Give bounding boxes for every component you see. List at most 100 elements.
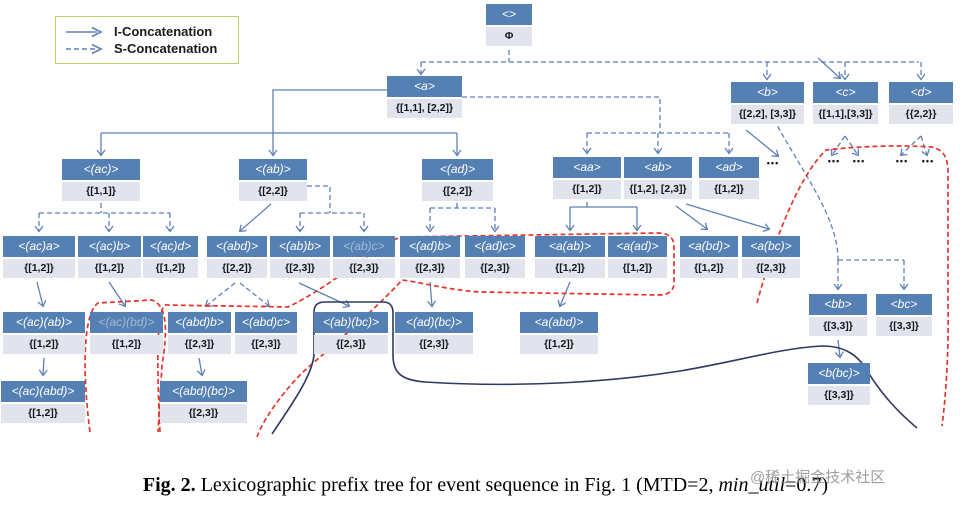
node-label-ad-c: <(ad)c> [465,236,525,257]
node-label-a: <a> [387,76,462,97]
node-label-abd-bc: <(abd)(bc)> [160,381,247,402]
node-label-ac-a: <(ac)a> [3,236,75,257]
node-intervals-a-bc: {[2,3]} [742,259,800,278]
tree-node-abd-c: <(abd)c>{[2,3]} [235,312,297,354]
tree-node-ac-bd: <(ac)(bd)> {[1,2]} [90,312,163,354]
node-intervals-ab: {[1,2], [2,3]} [624,180,692,199]
edge-blue-25 [901,135,922,155]
tree-node-bc: <bc> {[3,3]} [876,294,932,336]
tree-node-ab-b: <(ab)b>{[2,3]} [270,236,330,278]
tree-node-root: <>Φ [486,4,532,46]
node-label-a-abd: <a(abd)> [520,312,598,333]
node-intervals-p-ac: {[1,1]} [62,182,140,201]
node-intervals-abd-bc: {[2,3]} [160,404,247,423]
node-label-bb: <bb> [809,294,867,315]
node-label-ad-bc: <(ad)(bc)> [395,312,473,333]
node-label-ac-d: <(ac)d> [143,236,198,257]
node-label-a-bd: <a(bd)> [680,236,738,257]
node-intervals-ad-c: {[2,3]} [465,259,525,278]
node-label-ac-ab: <(ac)(ab)> [3,312,85,333]
edge-blue-7 [769,111,839,261]
edge-blue-29 [206,282,236,306]
node-intervals-ac-abd: {[1,2]} [1,404,85,423]
edge-blue-6 [430,203,495,209]
node-intervals-ad-b: {[2,3]} [400,259,460,278]
watermark-text: @稀土掘金技术社区 [750,469,886,486]
edge-blue-5 [300,185,364,214]
edge-blue-50 [199,357,202,375]
node-label-ac-bd: <(ac)(bd)> [90,312,163,333]
figure-caption-math: min_util [718,474,786,496]
tree-node-p-ad: <(ad)>{[2,2]} [422,159,493,201]
node-intervals-abd: {[2,2]} [207,259,267,278]
edge-blue-30 [239,282,269,306]
node-intervals-a-bd: {[1,2]} [680,259,738,278]
tree-node-ad-c: <(ad)c> {[2,3]} [465,236,525,278]
tree-node-ab-bc: <(ab)(bc)>{[2,3]} [314,312,388,354]
tree-node-aa: <aa> {[1,2]} [553,157,621,199]
node-intervals-d: {{2,2}} [889,105,953,124]
legend-box: I-Concatenation S-Concatenation [55,16,239,64]
legend-item-s-concatenation: S-Concatenation [64,41,238,56]
node-label-a-ad: <a(ad)> [608,236,667,257]
node-label-ab-b: <(ab)b> [270,236,330,257]
ellipsis-dots-4: ••• [921,156,935,166]
node-intervals-ad: {[1,2]} [699,180,759,199]
ellipsis-dots-3: ••• [895,156,909,166]
node-label-ad-b: <(ad)b> [400,236,460,257]
node-label-bc: <bc> [876,294,932,315]
edge-blue-2 [462,96,661,133]
node-intervals-p-ab: {[2,2]} [239,182,307,201]
node-intervals-b-bc: {[3,3]} [808,386,870,405]
node-label-ac-abd: <(ac)(abd)> [1,381,85,402]
figure-caption-body: Lexicographic prefix tree for event sequ… [195,474,719,496]
node-intervals-ac-d: {[1,2]} [143,259,198,278]
node-label-ab-c: <(ab)c> [333,236,395,257]
edge-blue-23 [832,135,846,155]
node-label-p-ac: <(ac)> [62,159,140,180]
tree-node-a-bc: <a(bc)> {[2,3]} [742,236,800,278]
tree-node-abd: <(abd)> {[2,2]} [207,236,267,278]
node-intervals-bb: {[3,3]} [809,317,867,336]
tree-node-ac-d: <(ac)d> {[1,2]} [143,236,198,278]
tree-node-ab: <ab> {[1,2], [2,3]} [624,157,692,199]
node-intervals-bc: {[3,3]} [876,317,932,336]
tree-node-a: <a> {[1,1], [2,2]} [387,76,462,118]
edge-red-53 [157,232,675,438]
edges-layer [0,50,950,438]
node-intervals-ac-bd: {[1,2]} [90,335,163,354]
figure-caption-tail: =0.7) [785,474,829,496]
node-label-a-bc: <a(bc)> [742,236,800,257]
node-label-abd-c: <(abd)c> [235,312,297,333]
tree-node-d: <d> {{2,2}} [889,82,953,124]
node-label-d: <d> [889,82,953,103]
node-intervals-a-ab: {[1,2]} [535,259,605,278]
solid-arrow-icon [66,26,103,37]
node-intervals-aa: {[1,2]} [553,180,621,199]
dashed-arrow-icon [66,43,103,54]
node-label-aa: <aa> [553,157,621,178]
edge-blue-41 [675,205,707,229]
figure-caption-tag: Fig. 2. [142,474,196,496]
node-label-abd: <(abd)> [207,236,267,257]
ellipsis-dots-1: ••• [827,156,841,166]
tree-node-ac-b: <(ac)b>{[1,2]} [78,236,141,278]
tree-node-ad-bc: <(ad)(bc)>{[2,3]} [395,312,473,354]
tree-node-b: <b> {[2,2], [3,3]} [731,82,804,124]
edge-red-54 [756,145,950,427]
tree-node-a-bd: <a(bd)> {[1,2]} [680,236,738,278]
node-intervals-ac-ab: {[1,2]} [3,335,85,354]
edge-blue-33 [570,202,637,208]
node-intervals-ac-b: {[1,2]} [78,259,141,278]
node-intervals-root: Φ [486,27,532,46]
tree-node-ab-c: <(ab)c>{[2,3]} [333,236,395,278]
node-intervals-abd-b: {[2,3]} [168,335,231,354]
node-intervals-c: {[1,1],[3,3]} [813,105,878,124]
node-intervals-a: {[1,1], [2,2]} [387,99,462,118]
node-label-ab: <ab> [624,157,692,178]
node-label-b: <b> [731,82,804,103]
node-intervals-b: {[2,2], [3,3]} [731,105,804,124]
edge-blue-31 [272,89,387,133]
node-label-a-ab: <a(ab)> [535,236,605,257]
